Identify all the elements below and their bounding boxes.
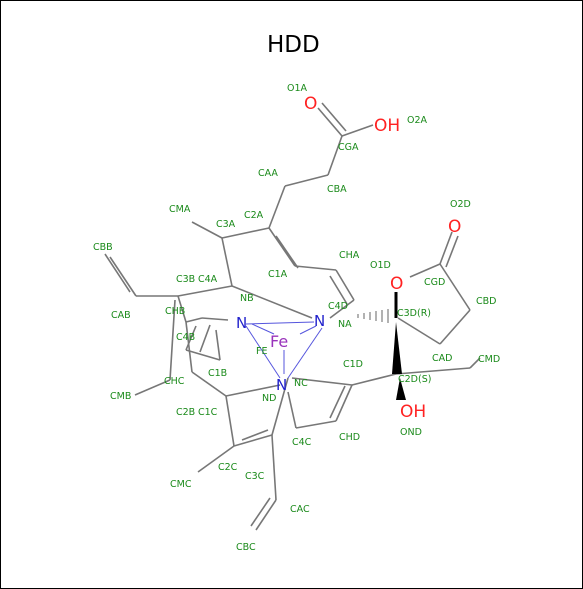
nitrogen-nc: N [276, 376, 287, 394]
hydroxyl-acid: OH [374, 116, 400, 136]
atom-label-fe: FE [256, 346, 267, 357]
atom-label-chc: CHC [164, 376, 185, 387]
atom-label-cbc: CBC [236, 542, 256, 553]
atom-label-cab: CAB [111, 310, 131, 321]
atom-label-cmb: CMB [110, 391, 131, 402]
atom-label-c1a: C1A [268, 269, 288, 280]
atom-label-nc: NC [294, 378, 308, 389]
atom-label-o1d: O1D [370, 260, 391, 271]
atom-label-c4a: C4A [198, 274, 218, 285]
atom-label-na: NA [338, 319, 352, 330]
atom-label-cba: CBA [327, 184, 347, 195]
bond-lines [104, 102, 481, 531]
atom-label-c4c: C4C [292, 437, 312, 448]
atom-label-chd: CHD [339, 432, 360, 443]
nitrogen-na: N [314, 312, 325, 330]
lactone-ring-oxygen: O [390, 274, 403, 294]
atom-label-chb: CHB [165, 306, 185, 317]
atom-label-c1d: C1D [343, 359, 363, 370]
hydroxyl-ond: OH [400, 402, 426, 422]
atom-label-c1c: C1C [198, 407, 218, 418]
stereo-wedges [357, 292, 406, 400]
atom-label-cgd: CGD [424, 277, 445, 288]
atom-label-cha: CHA [339, 250, 360, 261]
atom-label-c3c: C3C [245, 471, 265, 482]
atom-label-c2b: C2B [176, 407, 195, 418]
atom-label-c3b: C3B [176, 274, 195, 285]
atom-label-o1a: O1A [287, 83, 308, 94]
atom-label-nd: ND [262, 393, 276, 404]
wedge-bond-c2d-oh [396, 378, 406, 400]
atom-label-c1b: C1B [208, 368, 227, 379]
hashed-bond-c4d-c3d [357, 309, 389, 323]
atom-label-cad: CAD [432, 353, 452, 364]
atom-label-caa: CAA [258, 168, 278, 179]
atom-label-c2a: C2A [244, 210, 264, 221]
atom-label-c2d: C2D(S) [398, 374, 431, 385]
atom-label-o2d: O2D [450, 199, 471, 210]
atom-label-c3d: C3D(R) [397, 308, 431, 319]
atom-labels: O1A O2A CGA CAA CBA CMA C3A C2A C1A CHA … [93, 83, 500, 553]
atom-label-cmc: CMC [170, 479, 192, 490]
atom-label-c2c: C2C [218, 462, 238, 473]
atom-label-cac: CAC [290, 504, 310, 515]
atom-label-nb: NB [240, 293, 254, 304]
atom-label-cma: CMA [169, 204, 191, 215]
carbonyl-oxygen-acid: O [304, 94, 317, 114]
atom-label-cmd: CMD [478, 354, 500, 365]
atom-label-c3a: C3A [216, 219, 236, 230]
atom-label-c4d: C4D [328, 301, 348, 312]
carbonyl-oxygen-lactone: O [448, 217, 461, 237]
atom-label-o2a: O2A [407, 115, 428, 126]
atom-label-ond: OND [400, 427, 422, 438]
atom-label-c4b: C4B [176, 332, 195, 343]
nitrogen-nb: N [236, 314, 247, 332]
iron-atom: Fe [270, 332, 288, 351]
atom-label-cbb: CBB [93, 242, 113, 253]
atom-label-cga: CGA [338, 142, 359, 153]
fe-coordination-bonds [245, 321, 323, 379]
wedge-bond-c3d-c2d [392, 322, 402, 374]
atom-label-cbd: CBD [476, 296, 496, 307]
diagram-title: HDD [267, 32, 320, 58]
